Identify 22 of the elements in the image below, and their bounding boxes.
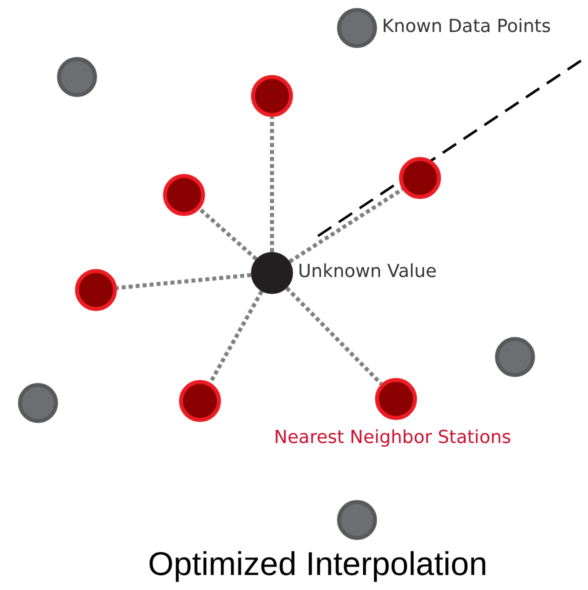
dotted-connector [116,273,252,290]
neighbor-station-circle [179,380,221,422]
caption: Optimized Interpolation [148,545,488,583]
dotted-connector [270,117,274,252]
dotted-connector [285,286,383,386]
point-label: Unknown Value [298,261,437,282]
point-label: Known Data Points [382,16,551,37]
known-point-circle [495,337,535,377]
known-point-circle [18,383,58,423]
unknown-point-circle [251,252,293,294]
known-point-circle [57,57,97,97]
neighbor-station-circle [399,157,441,199]
neighbor-station-circle [375,378,417,420]
dotted-connector [208,290,264,384]
known-point-circle [337,500,377,540]
known-point-circle [337,8,377,48]
neighbor-station-circle [163,174,205,216]
group-label: Nearest Neighbor Stations [274,427,512,448]
dotted-connector [288,188,404,264]
dotted-connector [198,207,258,261]
neighbor-station-circle [75,269,117,311]
neighbor-station-circle [251,75,293,117]
